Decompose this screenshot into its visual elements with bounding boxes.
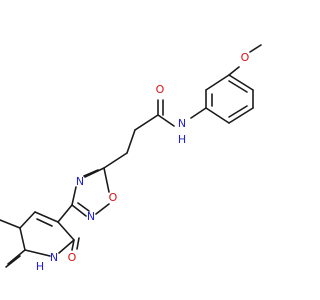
atom-h-amide: H: [178, 133, 186, 146]
atom-o-quinolone: O: [68, 251, 77, 264]
oxadiazole-ring: [71, 167, 110, 217]
quinolinone-ring: [0, 204, 80, 268]
molecule-structure: O O N H N N O O N H: [0, 44, 262, 273]
atom-h-quinoline: H: [36, 260, 44, 273]
amide-group: [134, 99, 207, 131]
propyl-chain: [103, 129, 136, 169]
atom-o-amide: O: [156, 83, 165, 96]
atom-n-amide: N: [178, 117, 186, 130]
atom-o-methoxy: O: [241, 51, 250, 64]
methoxyphenyl-ring: [205, 74, 254, 124]
atom-o-oxadiazole: O: [109, 191, 118, 204]
methoxy-group: [228, 44, 262, 76]
atom-n-quinoline: N: [50, 251, 58, 264]
atom-n-oxadiazole-bottom: N: [87, 210, 95, 223]
molecule-diagram: O O N H N N O O N H: [0, 44, 262, 273]
atom-n-oxadiazole-left: N: [76, 175, 84, 188]
